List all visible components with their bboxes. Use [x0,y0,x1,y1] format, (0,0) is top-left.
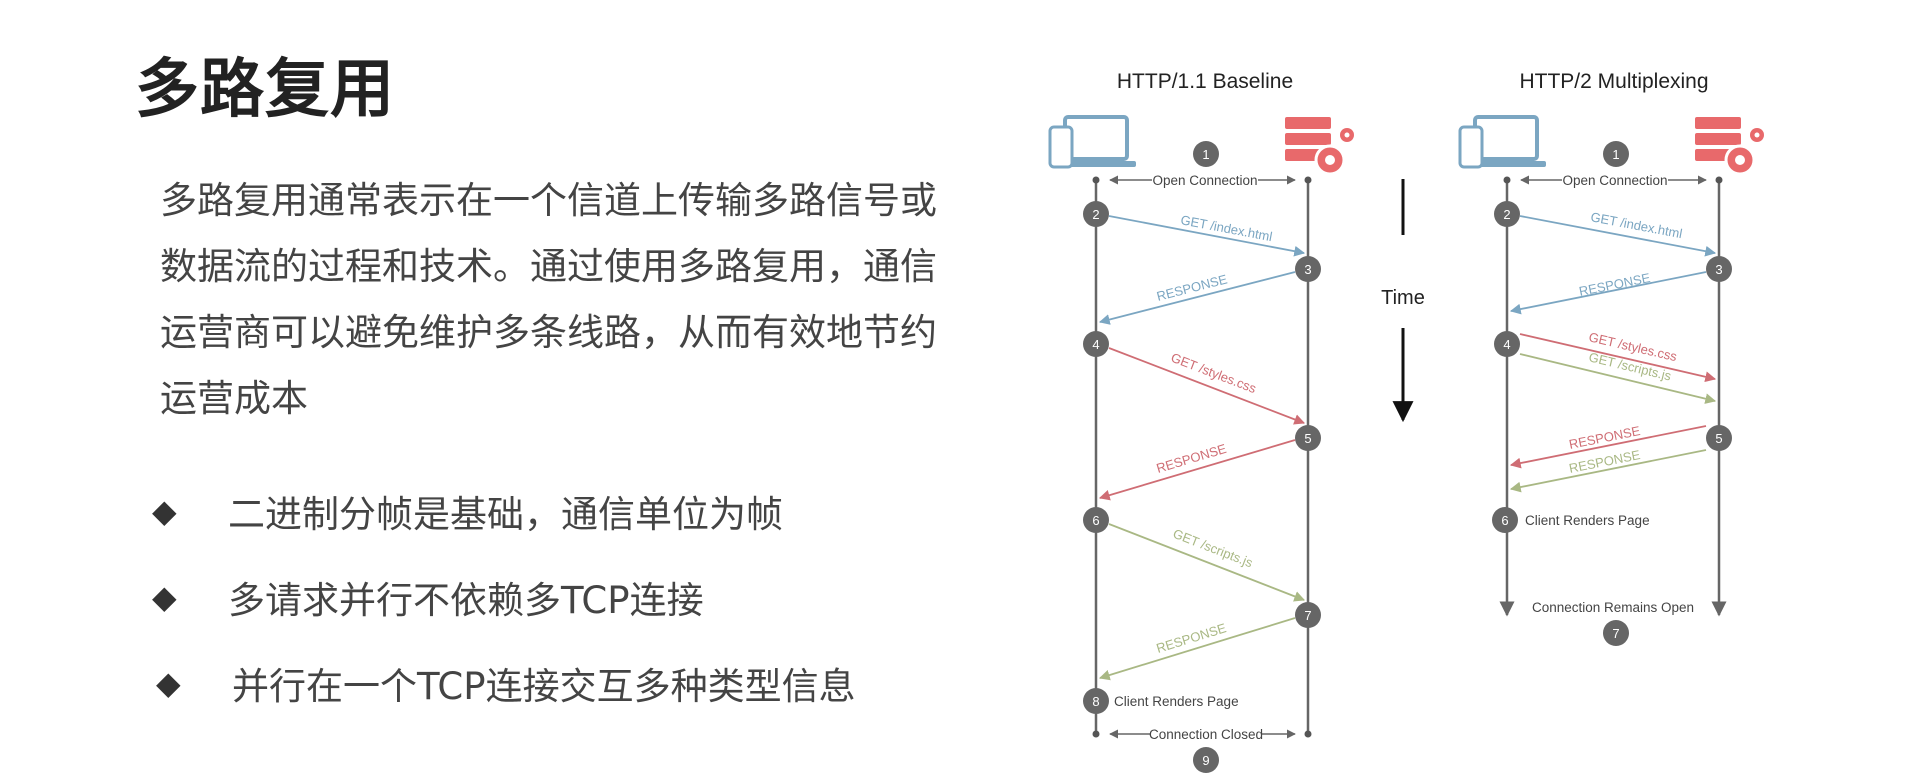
step-badge: 4 [1083,331,1109,357]
step-badge: 7 [1295,602,1321,628]
server-gear-icon [1695,117,1764,176]
diamond-bullet-icon: ◆ [152,492,177,530]
svg-text:6: 6 [1501,513,1508,528]
step-badge: 7 [1603,620,1629,646]
step-badge: 6 [1492,507,1518,533]
server-gear-icon [1285,117,1354,176]
svg-text:8: 8 [1092,694,1099,709]
step-badge: 5 [1706,425,1732,451]
request-arrow [1519,333,1717,383]
diamond-bullet-icon: ◆ [156,664,181,702]
bullet-item: ◆ 并行在一个TCP连接交互多种类型信息 [152,640,856,726]
step-badge: 9 [1193,747,1219,773]
request-arrow [1519,215,1717,257]
step-badge: 4 [1494,331,1520,357]
step-badge: 5 [1295,425,1321,451]
message-label: RESPONSE [1568,423,1642,452]
svg-text:3: 3 [1715,262,1722,277]
svg-text:7: 7 [1612,626,1619,641]
step-badge: 3 [1706,256,1732,282]
bullet-text: 并行在一个TCP连接交互多种类型信息 [232,665,856,708]
step-badge: 2 [1083,201,1109,227]
open-connection-label: Open Connection [1562,173,1667,188]
svg-text:4: 4 [1092,337,1099,352]
laptop-icon [1458,115,1546,169]
client-renders-label: Client Renders Page [1114,694,1239,709]
bullet-item: ◆ 多请求并行不依赖多TCP连接 [152,554,856,640]
response-arrow [1509,449,1707,493]
bullet-list: ◆ 二进制分帧是基础，通信单位为帧 ◆ 多请求并行不依赖多TCP连接 ◆ 并行在… [152,468,856,726]
message-label: GET /index.html [1589,209,1683,241]
svg-text:2: 2 [1503,207,1510,222]
step-badge: 1 [1193,141,1219,167]
svg-text:6: 6 [1092,513,1099,528]
request-arrow [1108,215,1306,257]
step-badge: 6 [1083,507,1109,533]
bullet-text: 多请求并行不依赖多TCP连接 [228,579,704,622]
time-label: Time [1381,287,1425,309]
svg-text:1: 1 [1612,147,1619,162]
slide-title: 多路复用 [135,53,395,127]
request-arrow [1108,523,1306,602]
svg-text:3: 3 [1304,262,1311,277]
request-arrow [1519,353,1717,404]
step-badge: 1 [1603,141,1629,167]
svg-text:9: 9 [1202,753,1209,768]
svg-text:5: 5 [1715,431,1722,446]
message-label: GET /index.html [1179,212,1273,244]
http11-title: HTTP/1.1 Baseline [1117,70,1293,93]
response-arrow [1509,271,1707,315]
response-arrow [1098,439,1296,501]
response-arrow [1098,271,1296,325]
connection-closed-label: Connection Closed [1149,727,1263,742]
step-badge: 8 [1083,688,1109,714]
http2-title: HTTP/2 Multiplexing [1519,70,1708,93]
response-arrow [1098,617,1296,681]
step-badge: 3 [1295,256,1321,282]
diamond-bullet-icon: ◆ [152,578,177,616]
description-paragraph: 多路复用通常表示在一个信道上传输多路信号或数据流的过程和技术。通过使用多路复用，… [160,179,937,420]
bullet-item: ◆ 二进制分帧是基础，通信单位为帧 [152,468,856,554]
svg-text:5: 5 [1304,431,1311,446]
connection-open-label: Connection Remains Open [1532,600,1694,615]
step-badge: 2 [1494,201,1520,227]
multiplexing-diagram: HTTP/1.1 Baseline Open Connection 1 2 3 … [1048,70,1764,773]
response-arrow [1509,425,1707,469]
bullet-text: 二进制分帧是基础，通信单位为帧 [228,493,783,536]
message-label: RESPONSE [1578,270,1652,299]
open-connection-label: Open Connection [1152,173,1257,188]
svg-text:2: 2 [1092,207,1099,222]
request-arrow [1108,347,1306,425]
svg-text:7: 7 [1304,608,1311,623]
laptop-icon [1048,115,1136,169]
client-renders-label: Client Renders Page [1525,513,1650,528]
svg-text:1: 1 [1202,147,1209,162]
svg-text:4: 4 [1503,337,1510,352]
